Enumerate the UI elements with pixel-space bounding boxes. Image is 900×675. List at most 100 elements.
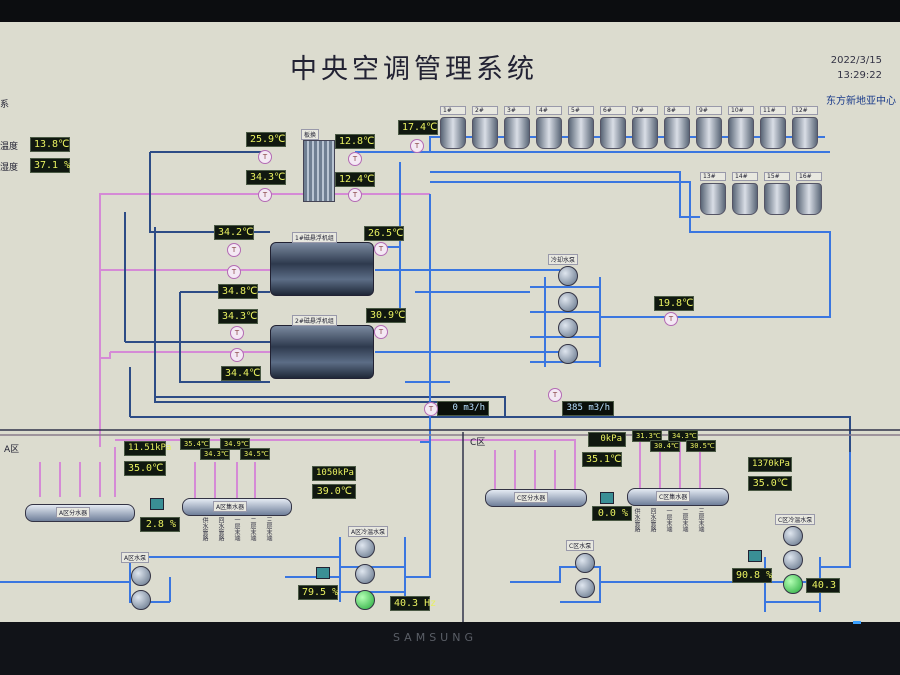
outdoor-humidity: 37.1 % [30, 158, 70, 173]
power-led-icon [853, 621, 861, 624]
dark-pipes [124, 151, 851, 452]
cooling-return-temp: 19.8℃ [654, 296, 694, 311]
org-name: 东方新地亚中心 [826, 96, 896, 107]
zone-a-valve2-opening: 79.5 % [298, 585, 338, 600]
zone-a-pump-1[interactable] [131, 566, 151, 586]
cooling-tower-9[interactable]: 9# [696, 106, 722, 149]
hx-temp-in-left: 25.9℃ [246, 132, 286, 147]
zone-c-pressure-2: 1370kPa [748, 457, 792, 472]
chiller-1-temp-right: 26.5℃ [364, 226, 404, 241]
zone-c-pump2-label: C区冷温水泵 [775, 514, 816, 525]
temp-sensor: T [374, 242, 388, 256]
zone-c-valve2-icon[interactable] [748, 550, 762, 562]
cooling-tower-13[interactable]: 13# [700, 172, 726, 215]
temp-sensor: T [230, 326, 244, 340]
cooling-tower-12[interactable]: 12# [792, 106, 818, 149]
cooling-tower-10[interactable]: 10# [728, 106, 754, 149]
zone-c-collector[interactable]: C区集水器 [627, 488, 729, 506]
zone-c-pressure: 0kPa [588, 432, 626, 447]
zone-c-sub-temp-4: 30.5℃ [686, 440, 716, 452]
chiller-2-temp-left-top: 34.3℃ [218, 309, 258, 324]
zone-c-valve2-opening: 90.8 % [732, 568, 772, 583]
chiller-2[interactable] [270, 325, 374, 379]
temp-sensor: T [348, 152, 362, 166]
temp-sensor: T [227, 265, 241, 279]
temp-sensor: T [664, 312, 678, 326]
cooling-tower-4[interactable]: 4# [536, 106, 562, 149]
chiller-2-label: 2#磁悬浮机组 [292, 315, 337, 326]
zone-c-separator[interactable]: C区分水器 [485, 489, 587, 507]
cooling-tower-5[interactable]: 5# [568, 106, 594, 149]
cooling-tower-2[interactable]: 2# [472, 106, 498, 149]
zone-a-sub-temp-1: 35.4℃ [180, 438, 210, 450]
zone-c-pump-2[interactable] [575, 578, 595, 598]
cooling-pump-2[interactable] [558, 292, 578, 312]
page-title: 中央空调管理系统 [290, 54, 538, 85]
hx-temp-out-right: 12.4℃ [335, 172, 375, 187]
zone-c-temp-2: 35.0℃ [748, 476, 792, 491]
zone-a-temp: 35.0℃ [124, 461, 166, 476]
zone-c-valve-opening: 0.0 % [592, 506, 632, 521]
cooling-tower-14[interactable]: 14# [732, 172, 758, 215]
cooling-tower-16[interactable]: 16# [796, 172, 822, 215]
temp-sensor: T [548, 388, 562, 402]
cooling-pump-1[interactable] [558, 266, 578, 286]
temp-sensor: T [348, 188, 362, 202]
chiller-1[interactable] [270, 242, 374, 296]
side-tab[interactable]: 系 [0, 100, 10, 110]
cooling-tower-8[interactable]: 8# [664, 106, 690, 149]
zone-a-pump-2[interactable] [131, 590, 151, 610]
zone-a-hot-pump-1[interactable] [355, 538, 375, 558]
flow-meter-b: 385 m3/h [562, 401, 614, 416]
zone-a-frequency: 40.3 Hz [390, 596, 436, 611]
outdoor-temp: 13.8℃ [30, 137, 70, 152]
cooling-tower-7[interactable]: 7# [632, 106, 658, 149]
zone-a-pressure-2: 1050kPa [312, 466, 356, 481]
zone-c-hot-pump-1[interactable] [783, 526, 803, 546]
zone-a-sub-temp-4: 34.5℃ [240, 448, 270, 460]
zone-a-temp-2: 39.0℃ [312, 484, 356, 499]
zone-a-title: A区 [4, 445, 20, 455]
zone-a-valve-icon[interactable] [150, 498, 164, 510]
monitor-bezel [0, 622, 900, 675]
zone-c-hot-pump-2[interactable] [783, 550, 803, 570]
cooling-tower-row-bottom: 13# 14# 15# 16# [700, 172, 830, 224]
cooling-pump-4[interactable] [558, 344, 578, 364]
zone-a-pump-label: A区水泵 [121, 552, 150, 563]
temp-sensor: T [230, 348, 244, 362]
cooling-tower-1[interactable]: 1# [440, 106, 466, 149]
temp-sensor: T [410, 139, 424, 153]
heat-exchanger-label: 板换 [301, 129, 320, 140]
zone-c-sub-temp-2: 30.4℃ [650, 440, 680, 452]
zone-c-valve-icon[interactable] [600, 492, 614, 504]
zone-a-valve2-icon[interactable] [316, 567, 330, 579]
humidity-label: 湿度 [0, 163, 19, 173]
hx-temp-out-left: 34.3℃ [246, 170, 286, 185]
chiller-1-temp-left-bottom: 34.8℃ [218, 284, 258, 299]
temp-sensor: T [227, 243, 241, 257]
cooling-tower-15[interactable]: 15# [764, 172, 790, 215]
zone-c-pump-1[interactable] [575, 553, 595, 573]
cooling-tower-3[interactable]: 3# [504, 106, 530, 149]
zone-a-pump2-label: A区冷温水泵 [348, 526, 389, 537]
temp-sensor: T [424, 402, 438, 416]
zone-c-title: C区 [470, 438, 486, 448]
zone-a-hot-pump-3-running[interactable] [355, 590, 375, 610]
zone-c-sub-temp-1: 31.3℃ [632, 430, 662, 442]
temp-sensor: T [374, 325, 388, 339]
zone-a-hot-pump-2[interactable] [355, 564, 375, 584]
plate-heat-exchanger[interactable] [303, 140, 335, 202]
zone-a-sub-temp-2: 34.3℃ [200, 448, 230, 460]
time-display: 13:29:22 [837, 70, 882, 81]
zone-c-sub-temp-3: 34.3℃ [668, 430, 698, 442]
cooling-pump-3[interactable] [558, 318, 578, 338]
scada-screen: 中央空调管理系统 2022/3/15 13:29:22 东方新地亚中心 系 温度… [0, 22, 900, 622]
chiller-2-temp-right: 30.9℃ [366, 308, 406, 323]
cooling-pump-label: 冷却水泵 [548, 254, 579, 265]
zone-a-separator[interactable]: A区分水器 [25, 504, 135, 522]
cooling-tower-6[interactable]: 6# [600, 106, 626, 149]
zone-c-hot-pump-3-running[interactable] [783, 574, 803, 594]
cooling-tower-11[interactable]: 11# [760, 106, 786, 149]
zone-a-collector[interactable]: A区集水器 [182, 498, 292, 516]
hx-temp-in-right: 12.8℃ [335, 134, 375, 149]
